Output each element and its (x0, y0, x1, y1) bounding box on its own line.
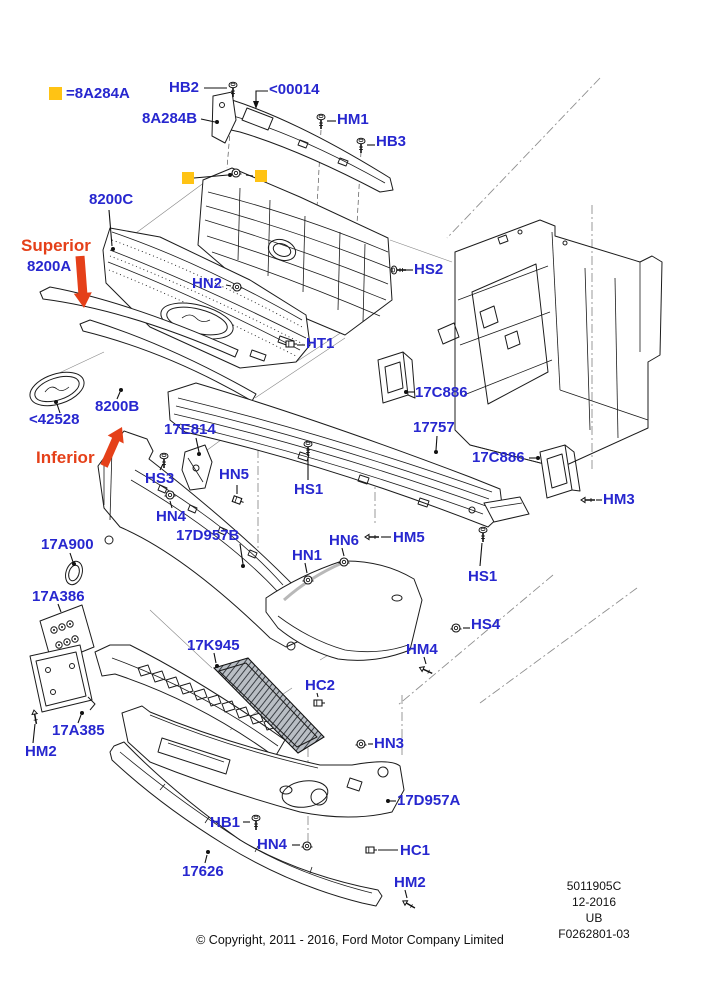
footer-codes: 5011905C 12-2016 UB F0262801-03 (534, 878, 654, 942)
clip-hn5 (231, 495, 246, 506)
leader-lines (32, 87, 602, 899)
bracket-upper-right (483, 496, 530, 523)
part-label-p17a900: 17A900 (41, 536, 94, 553)
part-label-hm1: HM1 (337, 111, 369, 128)
grille-opening-upper-cover-8a284b (211, 91, 394, 193)
nut-hn4b (300, 841, 314, 851)
legend-label: =8A284A (66, 85, 130, 102)
part-label-p17c886b: 17C886 (472, 449, 525, 466)
bumper-bracket-17c886-right (539, 444, 581, 499)
footer-part-number: 5011905C (566, 879, 622, 893)
part-label-hs2: HS2 (414, 261, 444, 278)
part-label-hb3: HB3 (376, 133, 407, 150)
part-label-p17k945: 17K945 (187, 637, 240, 654)
part-label-hn2: HN2 (192, 275, 223, 292)
ford-emblem-42528 (29, 371, 85, 407)
part-label-hn3: HN3 (374, 735, 405, 752)
lower-absorber (94, 644, 286, 758)
part-label-p17757: 17757 (413, 419, 455, 436)
marker-square-right (255, 170, 267, 182)
part-label-p8a284b: 8A284B (142, 110, 198, 127)
part-label-p8200a: 8200A (27, 258, 72, 275)
part-label-hs4: HS4 (471, 616, 501, 633)
part-label-hm4: HM4 (406, 641, 438, 658)
part-label-p17a386: 17A386 (32, 588, 85, 605)
part-label-p17c886a: 17C886 (415, 384, 468, 401)
bolt-hs3 (159, 452, 169, 469)
bolt-hb3 (356, 137, 366, 154)
screw-hm2a (30, 708, 40, 726)
marker-square-left (182, 172, 194, 184)
lower-grille-mesh-17k945 (212, 657, 325, 754)
part-label-p17d957a: 17D957A (397, 792, 461, 809)
part-label-hn6: HN6 (329, 532, 360, 549)
radiator-support-assembly (437, 219, 663, 469)
bolt-hb1 (251, 814, 261, 831)
grille-reinforcement (197, 167, 393, 336)
part-label-hc1: HC1 (400, 842, 431, 859)
grille-molding-inferior-8200b (79, 319, 257, 402)
pin-hm4 (417, 664, 435, 677)
inferior-arrow (100, 427, 124, 468)
nut-hs4 (449, 623, 463, 633)
part-label-hs3: HS3 (145, 470, 175, 487)
part-label-hm2b: HM2 (394, 874, 426, 891)
valance-17626 (109, 741, 383, 907)
grille-molding-superior-8200a (39, 286, 239, 358)
bolt-hs1b (478, 526, 488, 543)
superior-arrow (73, 255, 92, 308)
clip-hc1 (365, 846, 378, 854)
part-label-hn5: HN5 (219, 466, 250, 483)
part-label-hc2: HC2 (305, 677, 336, 694)
bumper-energy-absorber-17757 (167, 382, 504, 528)
footer-platform-code: UB (585, 911, 603, 925)
part-label-hm3: HM3 (603, 491, 635, 508)
legend-marker-square (49, 87, 62, 100)
sticker-00014 (241, 107, 274, 131)
part-label-p17626: 17626 (182, 863, 224, 880)
part-label-hm5: HM5 (393, 529, 425, 546)
part-label-hb1: HB1 (210, 814, 241, 831)
part-label-lt42528: <42528 (29, 411, 80, 428)
part-label-hn4b: HN4 (257, 836, 288, 853)
license-plate-bracket-17a385 (29, 644, 96, 713)
part-label-hn1: HN1 (292, 547, 323, 564)
bolt-hm1 (316, 113, 326, 130)
screw-hm2b (400, 897, 417, 912)
footer-date: 12-2016 (571, 895, 617, 909)
nut-hn3 (354, 739, 368, 749)
cap-17a900 (65, 560, 83, 586)
inferior-note: Inferior (36, 448, 95, 467)
part-label-p17a385: 17A385 (52, 722, 105, 739)
copyright-notice: © Copyright, 2011 - 2016, Ford Motor Com… (196, 933, 504, 947)
part-label-hs1b: HS1 (468, 568, 498, 585)
part-label-hs1a: HS1 (294, 481, 324, 498)
bracket-17e814 (181, 444, 213, 491)
part-label-hm2a: HM2 (25, 743, 57, 760)
bumper-cover-lower-17d957a (121, 705, 405, 818)
part-label-p8200c: 8200C (89, 191, 134, 208)
bolt-hs2 (390, 265, 407, 275)
superior-note: Superior (21, 236, 91, 255)
pin-hm5 (364, 533, 380, 541)
part-label-hb2: HB2 (169, 79, 200, 96)
footer-form-number: F0262801-03 (558, 927, 630, 941)
part-label-p17d957b: 17D957B (176, 527, 240, 544)
part-label-hn4a: HN4 (156, 508, 187, 525)
clip-hc2 (313, 699, 326, 707)
bumper-bracket-17c886-left (377, 351, 416, 404)
pin-hm3 (580, 496, 596, 504)
part-label-ht1: HT1 (306, 335, 335, 352)
part-label-p8200b: 8200B (95, 398, 140, 415)
part-label-lt00014: <00014 (269, 81, 320, 98)
part-label-p17e814: 17E814 (164, 421, 216, 438)
